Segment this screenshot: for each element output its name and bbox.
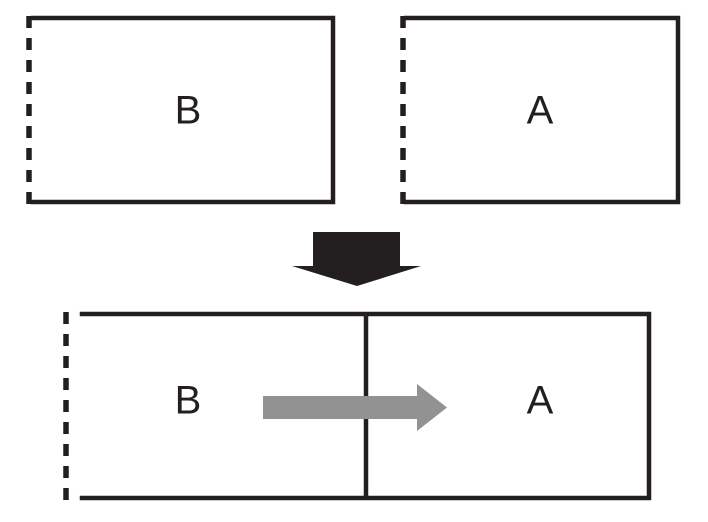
top-block-b-outline [30,15,336,205]
down-arrow-icon [292,232,421,286]
bottom-block-a-label: A [527,379,554,423]
down-arrow-group [292,232,421,286]
top-row-group: B A [26,15,681,205]
flow-arrow-icon [263,384,447,431]
top-block-a-label: A [527,89,554,133]
top-block-b-label: B [175,89,202,133]
bottom-row-group: B A [63,311,652,501]
top-block-a: A [400,15,681,205]
top-block-a-outline [403,15,681,205]
bottom-block-b-label: B [175,379,202,423]
top-block-b: B [26,15,336,205]
